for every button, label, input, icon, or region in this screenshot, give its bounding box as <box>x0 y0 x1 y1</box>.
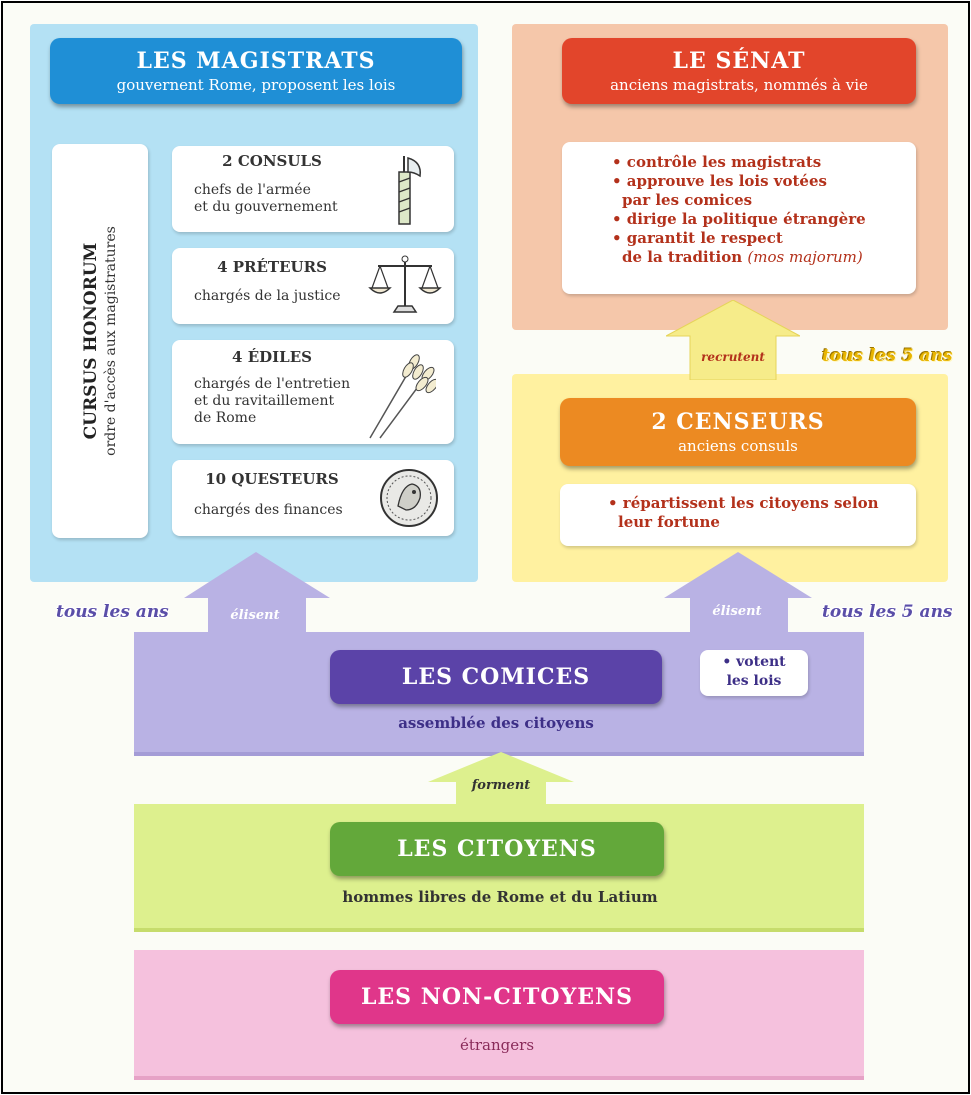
senat-role-line: • dirige la politique étrangère <box>612 210 866 228</box>
comices-banner: LES COMICES <box>330 650 662 704</box>
recrutent-label: recrutent <box>701 350 765 364</box>
censeurs-title: 2 CENSEURS <box>651 409 825 435</box>
senat-banner: LE SÉNAT anciens magistrats, nommés à vi… <box>562 38 916 104</box>
senat-role-line: • garantit le respect <box>612 229 783 247</box>
senat-role-line-last: de la tradition (mos majorum) <box>612 248 866 267</box>
wheat-icon <box>369 354 436 439</box>
senat-role-line: par les comices <box>622 191 753 209</box>
forment-label: forment <box>471 778 531 793</box>
senat-role-line: • contrôle les magistrats <box>612 153 822 171</box>
senat-role-line: • approuve les lois votées <box>612 172 827 190</box>
senat-role-text: de la tradition <box>622 248 743 266</box>
senat-title: LE SÉNAT <box>672 48 806 74</box>
cursus-honorum-card: CURSUS HONORUM ordre d'accès aux magistr… <box>52 144 148 538</box>
office-title: 4 ÉDILES <box>232 348 312 366</box>
office-desc-line: et du gouvernement <box>194 199 338 215</box>
magistrats-subtitle: gouvernent Rome, proposent les lois <box>116 76 396 94</box>
office-card-ediles: 4 ÉDILES chargés de l'entretien et du ra… <box>172 340 454 444</box>
non-citoyens-title: LES NON-CITOYENS <box>360 984 634 1010</box>
comices-vote: • votent les lois <box>700 653 808 691</box>
office-desc-line: et du ravitaillement <box>194 393 335 409</box>
censeurs-role-line: • répartissent les citoyens selon <box>608 494 879 512</box>
frequency-top-right: tous les 5 ans <box>822 346 953 366</box>
cursus-honorum-title: CURSUS HONORUM <box>81 242 101 440</box>
office-desc-line: chargés de l'entretien <box>194 376 351 392</box>
office-title: 2 CONSULS <box>222 152 322 170</box>
office-card-consuls: 2 CONSULS chefs de l'armée et du gouvern… <box>172 146 454 232</box>
comices-subtitle: assemblée des citoyens <box>398 714 594 732</box>
non-citoyens-banner: LES NON-CITOYENS <box>330 970 664 1024</box>
recrutent-arrow <box>666 300 800 380</box>
censeurs-role: • répartissent les citoyens selon leur f… <box>608 494 879 532</box>
cursus-honorum-subtitle: ordre d'accès aux magistratures <box>103 226 119 456</box>
scales-icon <box>368 255 442 313</box>
citoyens-banner: LES CITOYENS <box>330 822 664 876</box>
citoyens-subtitle: hommes libres de Rome et du Latium <box>342 888 658 906</box>
forment-arrow <box>428 752 574 806</box>
censeurs-role-line: leur fortune <box>618 513 720 531</box>
comices-vote-line: les lois <box>726 673 782 689</box>
censeurs-banner: 2 CENSEURS anciens consuls <box>560 398 916 466</box>
magistrats-banner: LES MAGISTRATS gouvernent Rome, proposen… <box>50 38 462 104</box>
censeurs-role-card <box>560 484 916 546</box>
citoyens-title: LES CITOYENS <box>397 836 597 862</box>
office-desc-line: chefs de l'armée <box>194 182 311 198</box>
non-citoyens-subtitle: étrangers <box>459 1036 535 1054</box>
office-desc-line: chargés des finances <box>194 502 343 518</box>
magistrats-title: LES MAGISTRATS <box>136 48 376 74</box>
frequency-right: tous les 5 ans <box>822 602 953 622</box>
office-desc-line: de Rome <box>194 410 257 426</box>
fasces-axe-icon <box>398 156 421 225</box>
elisent-left-label: élisent <box>230 608 280 623</box>
office-title: 10 QUESTEURS <box>205 470 339 488</box>
senat-roles: • contrôle les magistrats • approuve les… <box>612 153 866 267</box>
elisent-right-label: élisent <box>712 604 762 619</box>
office-card-preteurs: 4 PRÉTEURS chargés de la justice <box>172 248 454 324</box>
senat-subtitle: anciens magistrats, nommés à vie <box>610 76 868 94</box>
comices-vote-card <box>700 650 808 696</box>
comices-title: LES COMICES <box>401 664 591 690</box>
coin-icon <box>380 469 438 527</box>
frequency-left: tous les ans <box>56 602 169 622</box>
comices-vote-line: • votent <box>722 654 786 670</box>
office-desc-line: chargés de la justice <box>194 288 341 304</box>
senat-role-italic: (mos majorum) <box>747 248 863 266</box>
senat-roles-card <box>562 142 916 294</box>
office-card-questeurs: 10 QUESTEURS chargés des finances <box>172 460 454 536</box>
censeurs-subtitle: anciens consuls <box>678 437 798 455</box>
office-title: 4 PRÉTEURS <box>217 258 327 276</box>
